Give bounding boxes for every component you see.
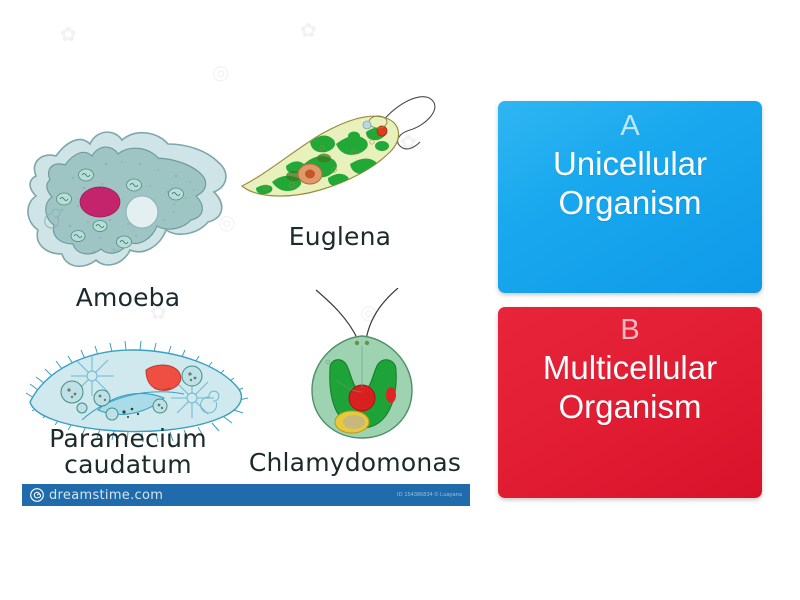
watermark-tile: ✿ [300,18,317,42]
organism-illustration: ✿ ◎ ✿ ◎ ◎ ✿ ◎ ✿ [18,18,470,506]
watermark-brand: dreamstime.com [30,488,163,503]
answer-a-letter: A [620,110,640,142]
paramecium-label: Paramecium caudatum [49,424,207,479]
amoeba-figure [18,118,238,298]
watermark-tile: ✿ [60,22,77,46]
answer-b-title: Multicellular Organism [542,348,718,426]
amoeba-label: Amoeba [75,283,181,312]
spiral-logo-icon [30,488,44,502]
watermark-tile: ◎ [212,60,230,84]
euglena-label: Euglena [288,222,392,251]
answer-card-a[interactable]: A Unicellular Organism [498,101,762,293]
answer-b-letter: B [620,314,640,346]
watermark-brand-text: dreamstime.com [49,487,164,503]
chlamydomonas-figure [286,287,446,453]
answer-a-title: Unicellular Organism [552,144,708,222]
paramecium-figure [20,336,250,446]
answer-card-b[interactable]: B Multicellular Organism [498,307,762,498]
dreamstime-watermark-bar: dreamstime.com ID 154386834 © Luayana [22,484,470,506]
chlamydomonas-label: Chlamydomonas [248,448,462,477]
watermark-credit-text: ID 154386834 © Luayana [397,492,462,498]
euglena-figure [236,82,446,222]
